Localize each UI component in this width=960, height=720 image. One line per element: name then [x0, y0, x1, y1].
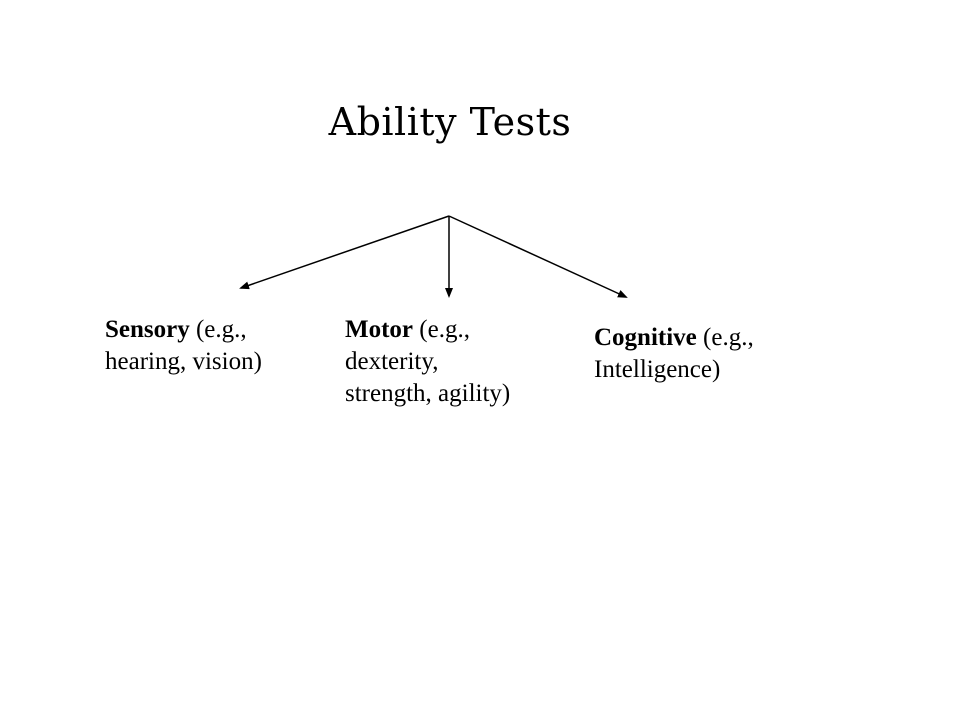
node-sensory-line-1: Sensory (e.g., [105, 314, 262, 346]
node-motor: Motor (e.g., dexterity, strength, agilit… [345, 314, 510, 410]
node-sensory: Sensory (e.g., hearing, vision) [105, 314, 262, 378]
node-sensory-detail-1: (e.g., [195, 316, 247, 343]
node-motor-detail-3: strength, agility) [345, 380, 511, 407]
node-cognitive-line-1: Cognitive (e.g., [594, 322, 754, 354]
node-cognitive-detail-1: (e.g., [703, 324, 754, 351]
node-cognitive-detail-2: Intelligence) [594, 356, 721, 383]
node-sensory-name: Sensory [105, 316, 190, 343]
node-motor-name: Motor [345, 316, 414, 343]
diagram-title: Ability Tests [328, 100, 572, 144]
node-cognitive-name: Cognitive [594, 324, 697, 351]
arrow-to-sensory [239, 215, 450, 290]
node-sensory-detail-2: hearing, vision) [105, 348, 262, 375]
node-motor-detail-2: dexterity, [345, 348, 439, 375]
node-motor-detail-1: (e.g., [419, 316, 470, 343]
arrow-to-cognitive [448, 215, 628, 298]
node-motor-line-1: Motor (e.g., [345, 314, 510, 346]
node-cognitive: Cognitive (e.g., Intelligence) [594, 322, 754, 386]
